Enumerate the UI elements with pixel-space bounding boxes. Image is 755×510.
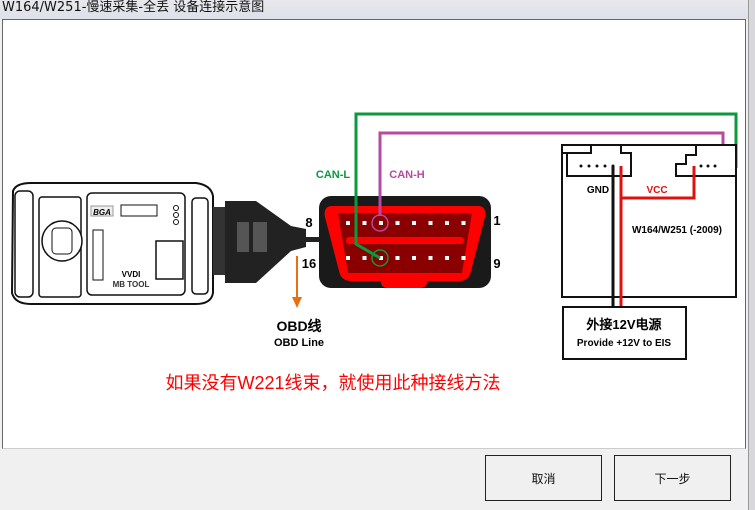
obd-pin (445, 256, 449, 260)
obd-pin (461, 221, 466, 225)
vcc-branch-wire (621, 166, 696, 200)
obd-pin (379, 256, 383, 260)
ecu-label: W164/W251 (-2009) (632, 225, 722, 236)
db-connector (213, 201, 323, 283)
vvdi-device: BGA VVDI MB TOOL (10, 182, 214, 305)
gnd-label: GND (587, 185, 609, 196)
pin-16-label: 16 (302, 256, 316, 271)
obd-line-en: OBD Line (274, 337, 324, 349)
pin-1-label: 1 (493, 213, 500, 228)
wiring-note: 如果没有W221线束，就使用此种接线方法 (165, 373, 500, 393)
ecu-box (561, 144, 737, 298)
window-title: W164/W251-慢速采集-全丢 设备连接示意图 (2, 0, 265, 15)
pin-8-label: 8 (305, 215, 312, 230)
device-model: MB TOOL (113, 280, 150, 289)
diagram-panel: BGA VVDI MB TOOL 8 16 1 9 CAN-L CAN-H OB… (2, 19, 746, 449)
cancel-button[interactable]: 取消 (485, 455, 602, 501)
obd-pin (461, 256, 466, 260)
obd-pin (362, 256, 367, 260)
power-label-cn: 外接12V电源 (585, 317, 661, 332)
can-l-label: CAN-L (316, 169, 350, 181)
obd-pin (362, 221, 367, 225)
next-step-button[interactable]: 下一步 (614, 455, 731, 501)
can-l-wire (354, 112, 738, 260)
arrow-head-icon (292, 297, 302, 308)
obd-pin (395, 221, 400, 225)
connection-diagram: BGA VVDI MB TOOL 8 16 1 9 CAN-L CAN-H OB… (10, 112, 738, 393)
obd-pin (412, 256, 416, 260)
obd-pin (428, 221, 433, 225)
power-label-en: Provide +12V to EIS (577, 338, 672, 349)
obd-pin (346, 256, 350, 260)
obd-pin (379, 221, 383, 225)
title-bar: W164/W251-慢速采集-全丢 设备连接示意图 (0, 0, 755, 19)
obd-pin (428, 256, 433, 260)
obd-pin (412, 221, 416, 225)
power-box (562, 306, 687, 360)
obd-connector (319, 196, 491, 288)
obd-line-cn: OBD线 (276, 318, 321, 334)
can-h-label: CAN-H (389, 169, 424, 181)
obd-pin (395, 256, 400, 260)
obd-pin (445, 221, 449, 225)
window-edge (748, 0, 755, 510)
vcc-label: VCC (646, 185, 667, 196)
bga-label: BGA (93, 208, 111, 217)
pin-9-label: 9 (493, 256, 500, 271)
obd-pin (346, 221, 350, 225)
device-brand: VVDI (122, 270, 141, 279)
